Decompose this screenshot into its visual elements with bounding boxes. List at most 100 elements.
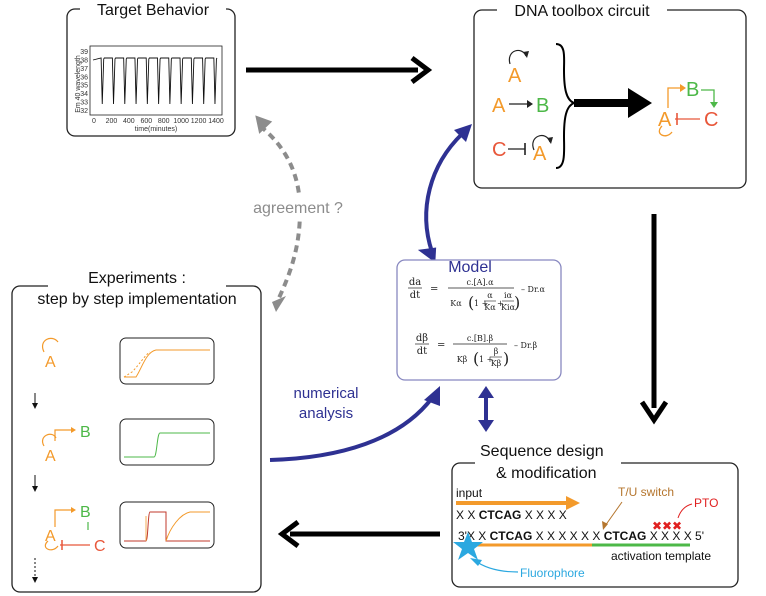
xtick-label: 1000: [173, 118, 189, 125]
xtick-label: 600: [140, 118, 152, 125]
eq1-lhs-den: dt: [410, 290, 420, 301]
eq1-den-k: Kα: [450, 299, 462, 308]
xtick-label: 400: [123, 118, 135, 125]
equation-beta: dβ dt = c.[B].β Kβ ( 1 + β Kβ ) – Dr.β: [415, 333, 537, 368]
step-arrow-3: [32, 558, 38, 583]
plot-ylabel: Em 40 wavelength: [75, 55, 82, 113]
step-arrow-1: [32, 393, 38, 409]
tu-switch-pointer: [602, 501, 623, 530]
step-arrow-2: [32, 475, 38, 492]
ytick-label: 38: [80, 57, 88, 64]
ytick-label: 39: [80, 49, 88, 56]
step3-plot: [119, 501, 215, 549]
oscillator-network: B A C: [658, 79, 718, 137]
experiments-title: Experiments :: [88, 270, 186, 287]
eq1-f2-den: Kiα: [501, 303, 516, 312]
svg-text:✖: ✖: [652, 519, 662, 533]
arrow-toolbox-to-sequence: [639, 214, 669, 425]
eq1-equals: =: [430, 284, 438, 295]
ytick-label: 37: [80, 66, 88, 73]
input-label: input: [456, 486, 483, 500]
ytick-label: 36: [80, 74, 88, 81]
toolbox-a-autocat: A: [508, 65, 522, 87]
arrow-model-sequence: [478, 386, 494, 432]
eq2-lhs-num: dβ: [416, 333, 428, 344]
plot-xlabel: time(minutes): [135, 126, 177, 133]
sequence-subtitle: & modification: [496, 465, 597, 482]
eq2-equals: =: [437, 340, 445, 351]
arrow-sequence-to-experiments: [277, 520, 440, 548]
target-behavior-panel: Target Behavior Em 40 wavelength time(mi…: [66, 2, 236, 137]
eq2-decay: – Dr.β: [514, 341, 537, 350]
numerical-analysis-arrow: numerical analysis: [269, 385, 440, 462]
arrow-model-toolbox: [417, 124, 472, 263]
fluorophore-star-icon: [453, 532, 483, 560]
pto-label: PTO: [694, 496, 718, 510]
experiments-panel: Experiments : step by step implementatio…: [11, 268, 262, 593]
step1-plot: [119, 337, 215, 385]
tu-switch-label: T/U switch: [618, 485, 674, 499]
ytick-label: 34: [80, 91, 88, 98]
eq2-lhs-den: dt: [417, 346, 427, 357]
xtick-label: 0: [92, 118, 96, 125]
eq1-one-plus: 1 +: [474, 299, 488, 308]
ytick-label: 32: [80, 108, 88, 115]
dna-toolbox-title: DNA toolbox circuit: [514, 3, 650, 20]
agreement-label: agreement ?: [253, 200, 343, 217]
step3-a: A: [45, 528, 56, 545]
step3-b: B: [80, 504, 91, 521]
step2-b: B: [80, 424, 91, 441]
agreement-arrow: agreement ?: [246, 115, 350, 312]
ytick-label: 33: [80, 100, 88, 107]
eq2-f-den: Kβ: [491, 359, 502, 368]
xtick-label: 200: [106, 118, 118, 125]
eq2-paren-open: (: [473, 349, 479, 368]
xtick-label: 1200: [191, 118, 207, 125]
arrow-target-to-toolbox: [246, 56, 433, 84]
model-title: Model: [448, 259, 492, 276]
eq1-f1-den: Kα: [484, 303, 496, 312]
eq2-f-num: β: [494, 347, 499, 356]
pto-marks: ✖ ✖ ✖: [652, 519, 682, 533]
toolbox-a-inhibited: A: [533, 143, 547, 165]
step2-plot: [119, 418, 215, 466]
toolbox-combine-arrow: [574, 88, 652, 118]
model-panel: Model da dt = c.[A].α Kα ( 1 + α Kα + iα…: [396, 259, 562, 381]
fluorophore-label: Fluorophore: [520, 566, 585, 580]
fluorophore-pointer: [470, 558, 519, 573]
svg-text:✖: ✖: [672, 519, 682, 533]
ytick-label: 35: [80, 83, 88, 90]
target-behavior-title: Target Behavior: [97, 2, 210, 19]
xtick-label: 800: [158, 118, 170, 125]
equation-alpha: da dt = c.[A].α Kα ( 1 + α Kα + iα Kiα )…: [408, 277, 545, 312]
oscillator-a: A: [658, 109, 672, 131]
eq1-plus: +: [497, 299, 504, 308]
eq2-numerator: c.[B].β: [467, 334, 494, 343]
svg-text:✖: ✖: [662, 519, 672, 533]
eq1-paren-open: (: [468, 293, 474, 312]
xtick-label: 1400: [208, 118, 224, 125]
eq1-decay: – Dr.α: [521, 285, 545, 294]
oscillation-curve: [92, 57, 218, 105]
sequence-title: Sequence design: [480, 443, 604, 460]
oscillator-b: B: [686, 79, 699, 101]
analysis-label: analysis: [299, 405, 353, 422]
template-sequence: 3'X X CTCAG X X X X X X CTCAG X X X X 5': [458, 529, 704, 543]
step1-motif: A: [42, 337, 59, 371]
step3-c: C: [94, 538, 106, 555]
step1-a: A: [45, 354, 56, 371]
toolbox-c: C: [492, 139, 506, 161]
step2-a: A: [45, 448, 56, 465]
eq2-paren-close: ): [503, 349, 509, 368]
toolbox-b: B: [536, 95, 549, 117]
autocatalysis-motif: A: [508, 49, 529, 87]
activation-template-label: activation template: [611, 549, 711, 563]
sequence-panel: Sequence design & modification input X X…: [451, 438, 739, 588]
eq1-f2-num: iα: [504, 291, 513, 300]
activation-motif: A B: [492, 95, 549, 117]
eq2-one-plus: 1 +: [479, 355, 493, 364]
eq2-den-k: Kβ: [457, 355, 468, 364]
input-strand-arrow: [456, 496, 580, 510]
